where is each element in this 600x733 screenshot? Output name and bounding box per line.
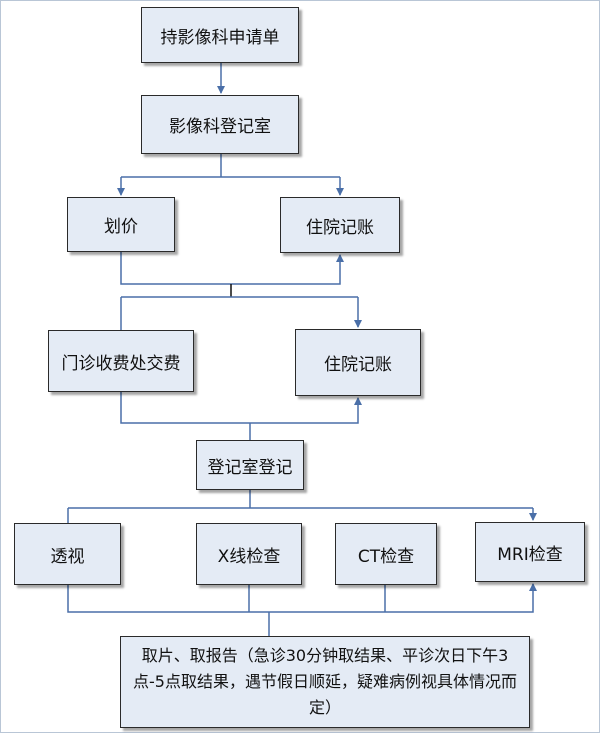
node-collect-results: 取片、取报告（急诊30分钟取结果、平诊次日下午3点-5点取结果，遇节假日顺延，疑…: [120, 636, 530, 728]
arrow-fee-to-inpatient: [120, 392, 362, 424]
node-mri: MRI检查: [475, 522, 585, 582]
node-fluoroscopy: 透视: [14, 523, 121, 585]
node-xray: X线检查: [196, 523, 302, 585]
node-apply-form: 持影像科申请单: [141, 7, 299, 63]
node-imaging-registry: 影像科登记室: [141, 95, 299, 154]
node-ct: CT检查: [335, 523, 437, 585]
node-outpatient-fee: 门诊收费处交费: [48, 330, 194, 392]
arrow-pricing-to-inpatient: [120, 252, 344, 285]
node-registration: 登记室登记: [196, 440, 304, 490]
node-inpatient-billing-2: 住院记账: [295, 329, 421, 396]
node-pricing: 划价: [67, 197, 175, 252]
arrow-exams-to-mri: [67, 583, 537, 613]
node-inpatient-billing-1: 住院记账: [280, 197, 400, 253]
